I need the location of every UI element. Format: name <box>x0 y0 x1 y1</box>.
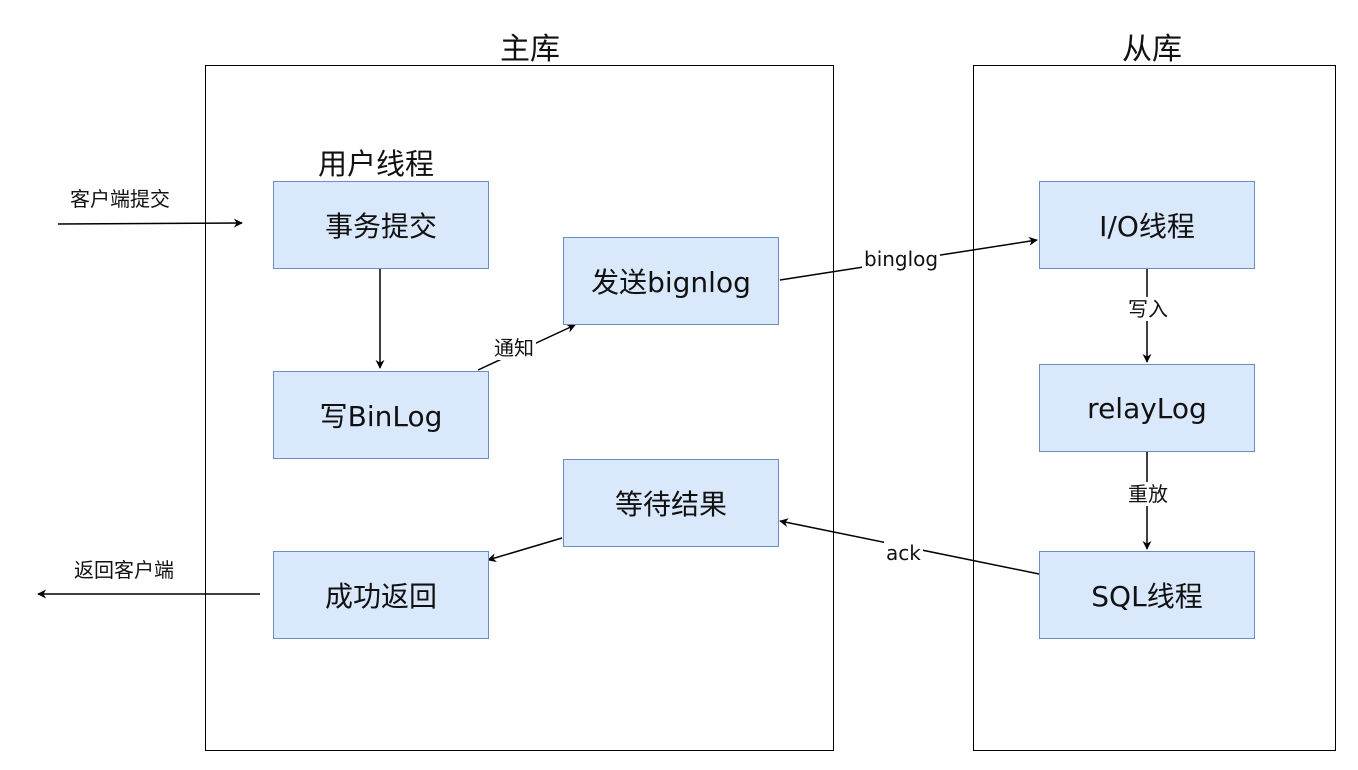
write-binlog-node: 写BinLog <box>273 371 489 459</box>
master-container <box>205 65 834 751</box>
user-thread-label: 用户线程 <box>318 147 435 181</box>
master-title: 主库 <box>500 32 560 67</box>
commit-node: 事务提交 <box>273 181 489 269</box>
slave-container <box>973 65 1336 751</box>
ack-label: ack <box>884 541 923 565</box>
binlog-label: binglog <box>862 247 941 271</box>
replay-label: 重放 <box>1126 482 1170 506</box>
write-in-label: 写入 <box>1126 297 1170 321</box>
notify-label: 通知 <box>492 336 536 360</box>
send-binlog-node: 发送bignlog <box>563 237 779 325</box>
return-success-node: 成功返回 <box>273 551 489 639</box>
edge-wait-to-return <box>487 537 563 563</box>
client-commit-label: 客户端提交 <box>70 187 170 211</box>
edge-client-commit <box>57 218 243 228</box>
return-client-label: 返回客户端 <box>74 558 174 582</box>
wait-result-node: 等待结果 <box>563 459 779 547</box>
sql-thread-node: SQL线程 <box>1039 551 1255 639</box>
io-thread-node: I/O线程 <box>1039 181 1255 269</box>
relay-log-node: relayLog <box>1039 364 1255 452</box>
slave-title: 从库 <box>1122 32 1182 67</box>
